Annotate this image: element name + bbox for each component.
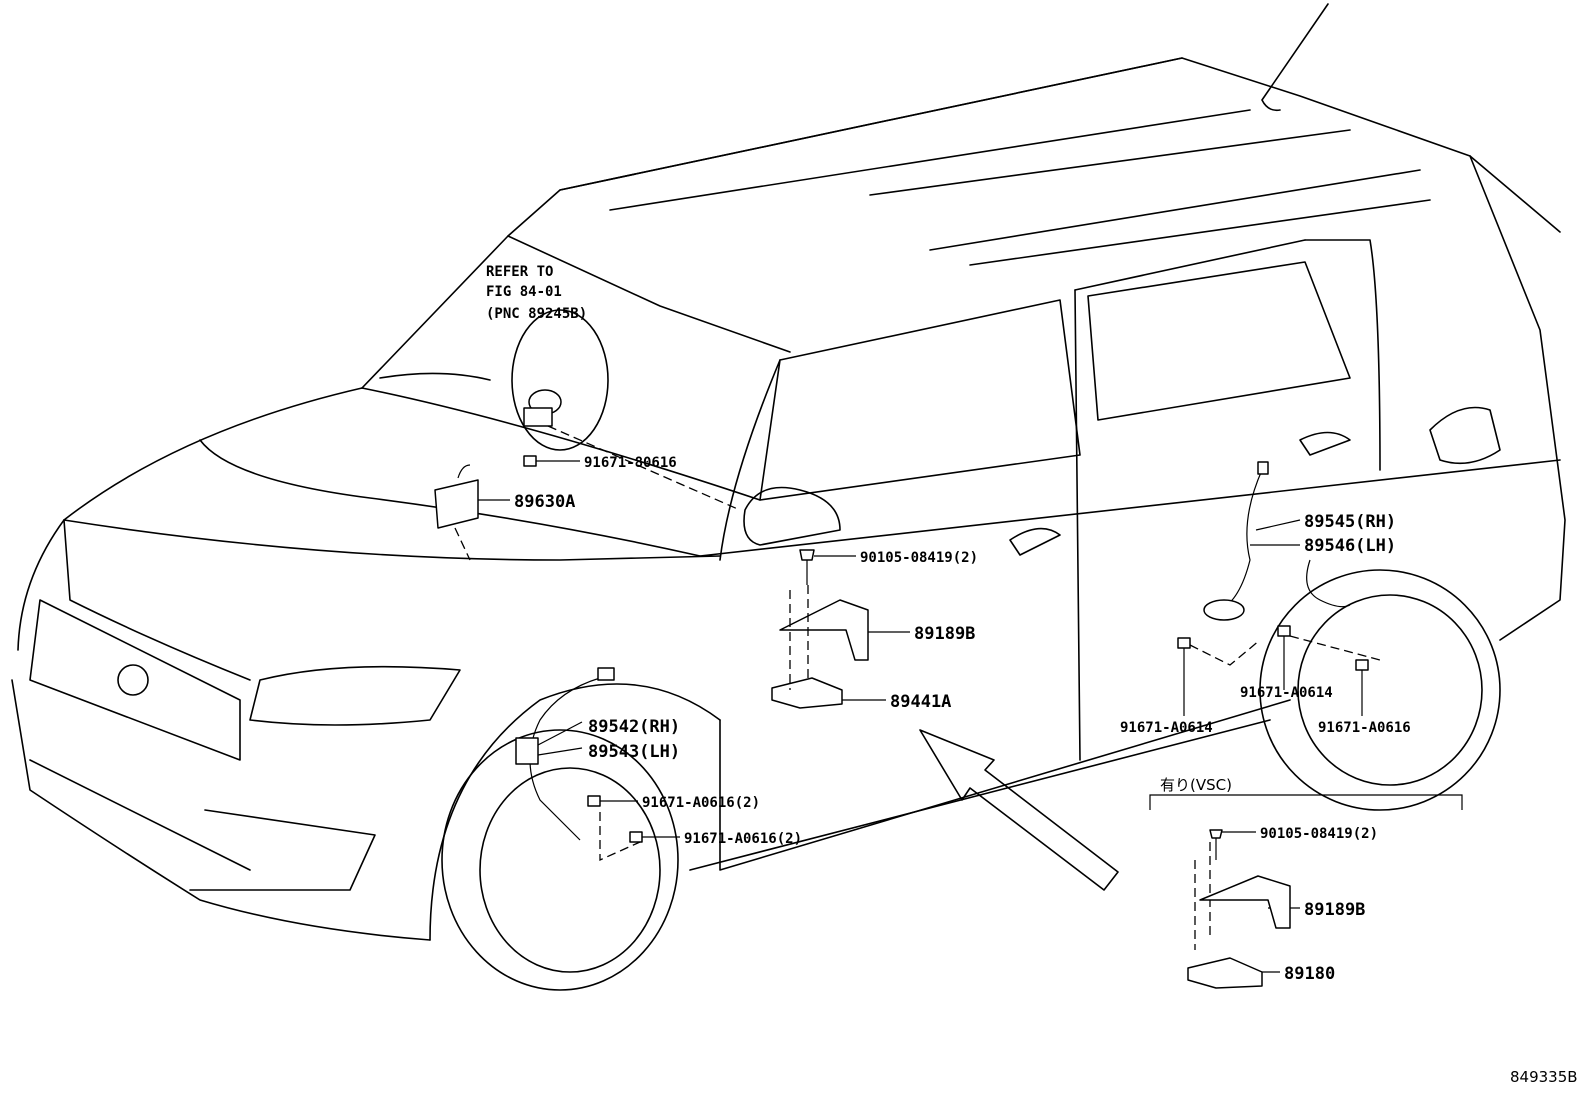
part-bolt-91671-80616 (523, 455, 537, 467)
refer-note-line1: REFER TO (486, 264, 553, 280)
part-bolt-rear-3 (1355, 659, 1369, 671)
callout-91671-80616: 91671-80616 (584, 455, 677, 471)
callout-89189B: 89189B (914, 624, 975, 644)
callout-labels: 91671-80616 89630A 90105-08419(2) 89189B… (514, 455, 1411, 847)
figure-reference: 849335B (1510, 1068, 1578, 1086)
callout-91671-A0616: 91671-A0616 (1318, 720, 1411, 736)
part-front-speed-sensor (515, 667, 615, 841)
leader-lines (478, 460, 1363, 973)
vsc-inset-frame (1149, 794, 1463, 810)
callout-91671-A0614-upper: 91671-A0614 (1240, 685, 1333, 701)
callout-89441A: 89441A (890, 692, 951, 712)
part-sensor-89441A (771, 677, 843, 709)
part-bolt-front-1 (587, 795, 601, 807)
refer-note-line3: (PNC 89245B) (486, 306, 587, 322)
part-ecu-89630A (434, 464, 479, 529)
callout-89542-rh: 89542(RH) (588, 717, 680, 737)
callout-91671-A0616-2-upper: 91671-A0616(2) (642, 795, 760, 811)
callout-89543-lh: 89543(LH) (588, 742, 680, 762)
part-bolt-90105-08419 (799, 549, 815, 585)
vehicle-outline (11, 3, 1566, 991)
view-arrow (919, 729, 1119, 891)
part-spiral-cable (523, 389, 562, 427)
vsc-inset-parts (1187, 829, 1291, 989)
parts (434, 389, 1369, 843)
vsc-callout-90105-08419: 90105-08419(2) (1260, 826, 1378, 842)
part-bolt-rear-1 (1177, 637, 1191, 649)
callout-91671-A0614-lower: 91671-A0614 (1120, 720, 1213, 736)
callout-90105-08419: 90105-08419(2) (860, 550, 978, 566)
part-bolt-front-2 (629, 831, 643, 843)
vsc-callout-89180: 89180 (1284, 964, 1335, 984)
vsc-inset: 有り(VSC) 90105-08419(2) 89189B 89180 (1160, 776, 1378, 984)
callout-89630A: 89630A (514, 492, 575, 512)
assembly-lines (454, 425, 1381, 950)
callout-91671-A0616-2-lower: 91671-A0616(2) (684, 831, 802, 847)
part-rear-speed-sensor (1203, 461, 1351, 621)
vsc-inset-title: 有り(VSC) (1160, 776, 1232, 794)
refer-note: REFER TO FIG 84-01 (PNC 89245B) (486, 264, 587, 322)
refer-note-line2: FIG 84-01 (486, 284, 562, 300)
vsc-callout-89189B: 89189B (1304, 900, 1365, 920)
callout-89545-rh: 89545(RH) (1304, 512, 1396, 532)
part-bracket-89189B (779, 599, 869, 661)
part-bolt-rear-2 (1277, 625, 1291, 637)
callout-89546-lh: 89546(LH) (1304, 536, 1396, 556)
